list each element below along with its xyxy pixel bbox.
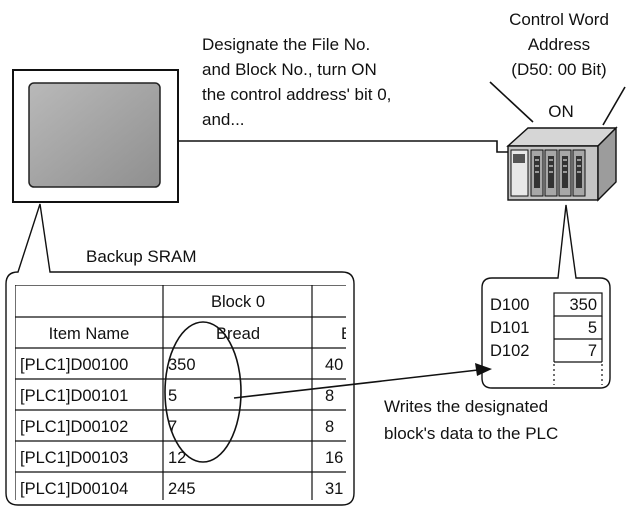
highlight-ellipse xyxy=(164,321,242,463)
register-value: 7 xyxy=(588,342,597,360)
display-unit xyxy=(12,69,179,203)
control-word-annotation: Control Word Address (D50: 00 Bit) xyxy=(509,10,609,79)
designate-line: Designate the File No. xyxy=(202,35,370,54)
plc-unit xyxy=(506,126,618,202)
write-arrow xyxy=(233,363,492,399)
table-row-item: [PLC1]D00101 xyxy=(20,387,128,405)
writes-annotation: Writes the designated block's data to th… xyxy=(384,397,558,443)
control-word-line: Control Word xyxy=(509,10,609,29)
table-row-item: [PLC1]D00104 xyxy=(20,480,128,498)
table-row-value: 12 xyxy=(168,449,186,467)
control-word-line: (D50: 00 Bit) xyxy=(511,60,606,79)
register-table: D100 D101 D102 350 5 7 xyxy=(490,292,603,385)
table-row-next: 31 xyxy=(325,480,343,498)
display-screen xyxy=(28,82,161,188)
writes-line: block's data to the PLC xyxy=(384,424,558,443)
table-row-next: 40 xyxy=(325,356,343,374)
designate-line: the control address' bit 0, xyxy=(202,85,391,104)
designate-line: and... xyxy=(202,110,245,129)
table-row-value: 5 xyxy=(168,387,177,405)
block-header: Block 0 xyxy=(211,293,265,311)
register-address: D102 xyxy=(490,342,529,360)
register-address: D100 xyxy=(490,296,529,314)
item-name-header: Item Name xyxy=(49,325,130,343)
on-label: ON xyxy=(548,102,574,121)
backup-sram-label: Backup SRAM xyxy=(86,247,197,266)
register-callout-bubble xyxy=(481,204,611,389)
table-row-value: 7 xyxy=(168,418,177,436)
table-row-item: [PLC1]D00102 xyxy=(20,418,128,436)
control-word-leader-left xyxy=(489,81,534,123)
control-word-leader-right xyxy=(602,86,626,126)
next-column-header: B xyxy=(341,325,352,343)
bread-column-header: Bread xyxy=(216,325,260,343)
register-address: D101 xyxy=(490,319,529,337)
table-row-value: 350 xyxy=(168,356,196,374)
table-row-next: 8 xyxy=(325,387,334,405)
designate-line: and Block No., turn ON xyxy=(202,60,377,79)
control-word-line: Address xyxy=(528,35,590,54)
designate-annotation: Designate the File No. and Block No., tu… xyxy=(202,35,391,129)
table-row-item: [PLC1]D00103 xyxy=(20,449,128,467)
sram-table: Block 0 Item Name Bread B [PLC1]D00100 3… xyxy=(15,285,352,500)
table-row-item: [PLC1]D00100 xyxy=(20,356,128,374)
writes-line: Writes the designated xyxy=(384,397,548,416)
register-value: 350 xyxy=(569,296,597,314)
register-value: 5 xyxy=(588,319,597,337)
table-row-value: 245 xyxy=(168,480,196,498)
table-row-next: 8 xyxy=(325,418,334,436)
connection-line xyxy=(178,140,510,153)
table-row-next: 16 xyxy=(325,449,343,467)
